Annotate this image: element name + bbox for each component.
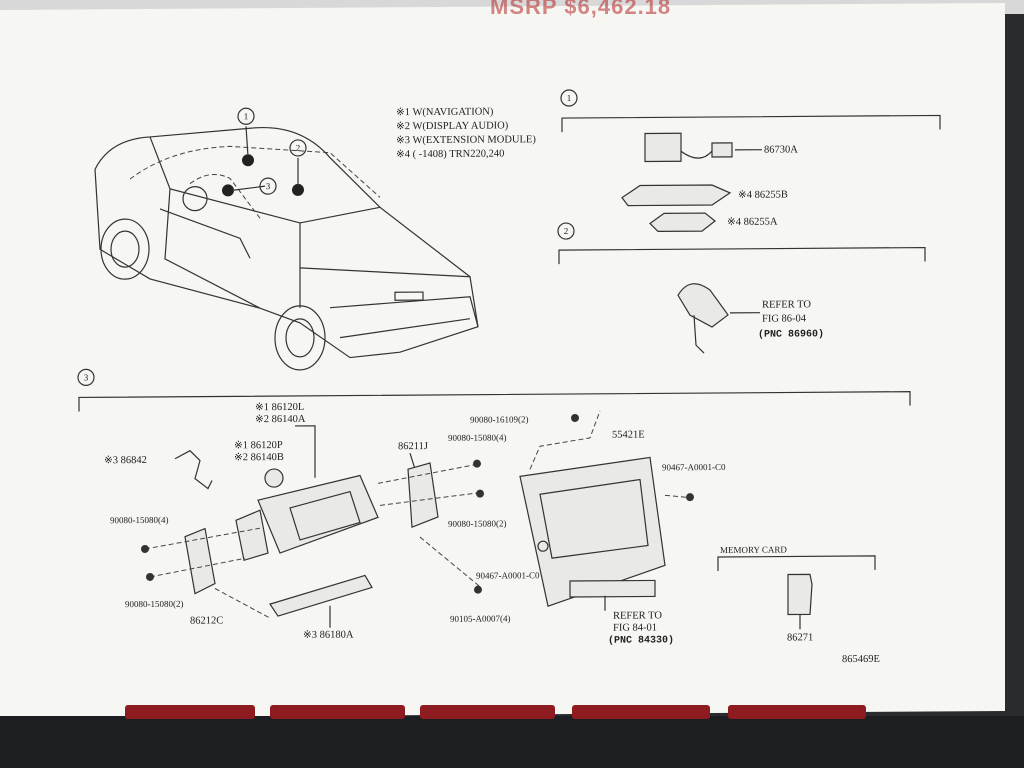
diagram-label: (PNC 86960) xyxy=(758,328,824,340)
diagram-label: REFER TO xyxy=(762,299,811,310)
part-86255b-label: ※4 86255B xyxy=(738,189,788,200)
antenna-shark-fin xyxy=(677,283,729,328)
diagram-label: ※1 86120L xyxy=(255,402,304,413)
diagram-label: 86212C xyxy=(190,615,223,626)
legend-line-4: ※4 ( -1408) TRN220,240 xyxy=(396,148,504,160)
module-86730a-box xyxy=(644,132,682,163)
legend-line-2: ※2 W(DISPLAY AUDIO) xyxy=(396,120,509,132)
switch-panel xyxy=(569,579,656,598)
diagram-label: 1 xyxy=(244,111,248,121)
diagram-label: 90080-15080(4) xyxy=(448,432,506,442)
diagram-label: ※3 86842 xyxy=(104,455,147,466)
red-tab-5[interactable] xyxy=(728,705,866,719)
bracket-left-inner xyxy=(235,509,269,562)
red-tab-4[interactable] xyxy=(572,705,710,719)
module-86180a xyxy=(269,574,373,617)
diagram-label: 86211J xyxy=(398,441,428,452)
diagram-label: ※1 86120P xyxy=(234,440,283,451)
callout-1-circle xyxy=(560,89,578,107)
section-3: 3 ※1 86120L ※2 86140A ※1 86120P ※2 86140… xyxy=(77,368,911,665)
diagram-label: (PNC 84330) xyxy=(608,634,674,646)
diagram-label: 3 xyxy=(266,181,271,191)
diagram-label: ※3 86180A xyxy=(303,630,354,641)
diagram-label: 2 xyxy=(296,143,300,153)
bracket-86211j xyxy=(407,462,439,528)
bottom-dark-bar xyxy=(0,716,1024,768)
diagram-label: 1 xyxy=(567,93,571,103)
diagram-label: FIG 86-04 xyxy=(762,313,807,324)
part-86255a-label: ※4 86255A xyxy=(727,217,778,228)
red-tab-2[interactable] xyxy=(270,705,405,719)
diagram-label: 90467-A0001-C0 xyxy=(662,462,726,472)
diagram-label: ※2 86140A xyxy=(255,414,306,425)
diagram-label: 86271 xyxy=(787,632,813,643)
diagram-label: 90080-15080(2) xyxy=(125,599,183,609)
legend-line-1: ※1 W(NAVIGATION) xyxy=(396,107,494,119)
section-1: 1 86730A ※4 86255B ※4 86255A xyxy=(560,89,941,233)
section-2: 2 REFER TO FIG 86-04 (PNC 86960) xyxy=(557,222,926,354)
msrp-text: MSRP $6,462.18 xyxy=(490,0,672,19)
figure-id: 865469E xyxy=(842,654,880,665)
callout-2-truck: 2 xyxy=(289,139,307,157)
bracket-86255a xyxy=(649,212,716,233)
diagram-label: FIG 84-01 xyxy=(613,622,657,633)
callout-1-truck: 1 xyxy=(237,107,255,125)
diagram-label: 90105-A0007(4) xyxy=(450,613,510,623)
legend: ※1 W(NAVIGATION) ※2 W(DISPLAY AUDIO) ※3 … xyxy=(396,107,536,161)
diagram-label: 90080-15080(2) xyxy=(448,518,506,528)
truck-illustration xyxy=(94,126,479,371)
callout-3-truck: 3 xyxy=(259,177,277,195)
diagram-label: 90467-A0001-C0 xyxy=(476,570,540,580)
diagram-label: ※2 86140B xyxy=(234,452,284,463)
memory-card-shape xyxy=(787,573,813,616)
parts-diagram: 1 2 3 ※1 W(NAVIGATION) ※2 W(DISPLAY AUDI… xyxy=(77,89,941,665)
bracket-86255b xyxy=(621,184,732,207)
diagram-label: 2 xyxy=(564,226,568,236)
knob-86140b xyxy=(264,468,284,488)
bracket-86212c xyxy=(184,527,216,595)
red-tab-1[interactable] xyxy=(125,705,255,719)
parts-diagram-sheet: 1 2 3 ※1 W(NAVIGATION) ※2 W(DISPLAY AUDI… xyxy=(0,2,1005,719)
diagram-label: 90080-15080(4) xyxy=(110,515,168,525)
bezel-55421e xyxy=(519,456,666,607)
display-head-unit xyxy=(257,474,379,554)
diagram-label: 55421E xyxy=(612,429,645,440)
diagram-label: REFER TO xyxy=(613,610,662,621)
part-86730a-label: 86730A xyxy=(764,144,798,155)
diagram-label: 90080-16109(2) xyxy=(470,414,528,424)
memory-card-heading: MEMORY CARD xyxy=(720,545,787,555)
red-tab-3[interactable] xyxy=(420,705,555,719)
legend-line-3: ※3 W(EXTENSION MODULE) xyxy=(396,134,536,146)
diagram-label: 3 xyxy=(84,372,89,382)
